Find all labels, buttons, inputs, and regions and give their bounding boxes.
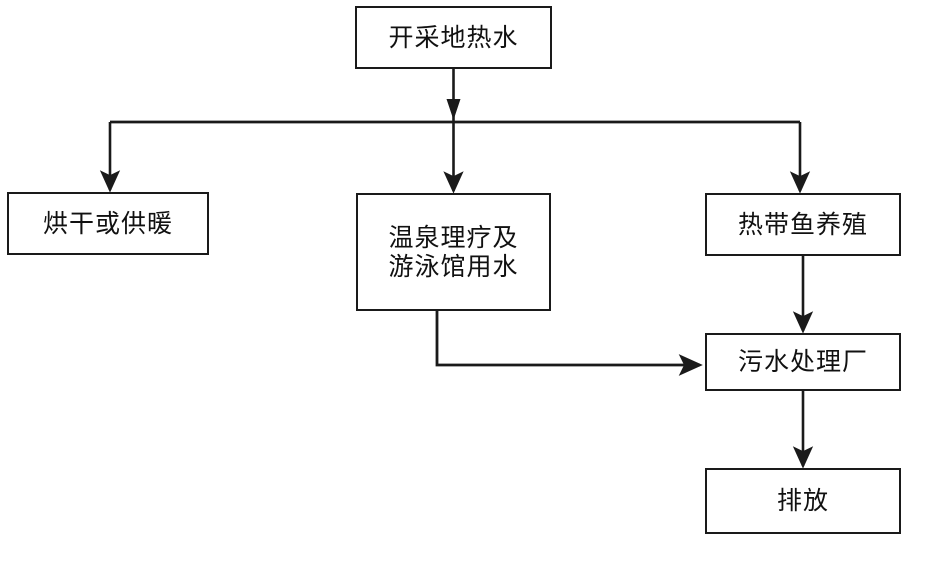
node-hotspring-therapy-and-pool-water[interactable]: 温泉理疗及 游泳馆用水 [356, 193, 551, 311]
node-label: 排放 [776, 486, 829, 516]
node-extract-geothermal-water[interactable]: 开采地热水 [355, 6, 552, 69]
node-label: 热带鱼养殖 [737, 209, 868, 239]
node-discharge[interactable]: 排放 [705, 468, 901, 534]
node-label: 温泉理疗及 游泳馆用水 [388, 222, 519, 282]
node-drying-or-heating[interactable]: 烘干或供暖 [7, 192, 209, 255]
edge-spa-to-sewage [435, 311, 703, 376]
node-sewage-treatment-plant[interactable]: 污水处理厂 [705, 333, 901, 391]
node-label: 污水处理厂 [737, 347, 868, 377]
node-tropical-fish-farming[interactable]: 热带鱼养殖 [705, 193, 901, 256]
node-label: 开采地热水 [388, 22, 519, 52]
edge-extract-trunk-arrow [446, 99, 461, 120]
node-label: 烘干或供暖 [42, 208, 173, 238]
